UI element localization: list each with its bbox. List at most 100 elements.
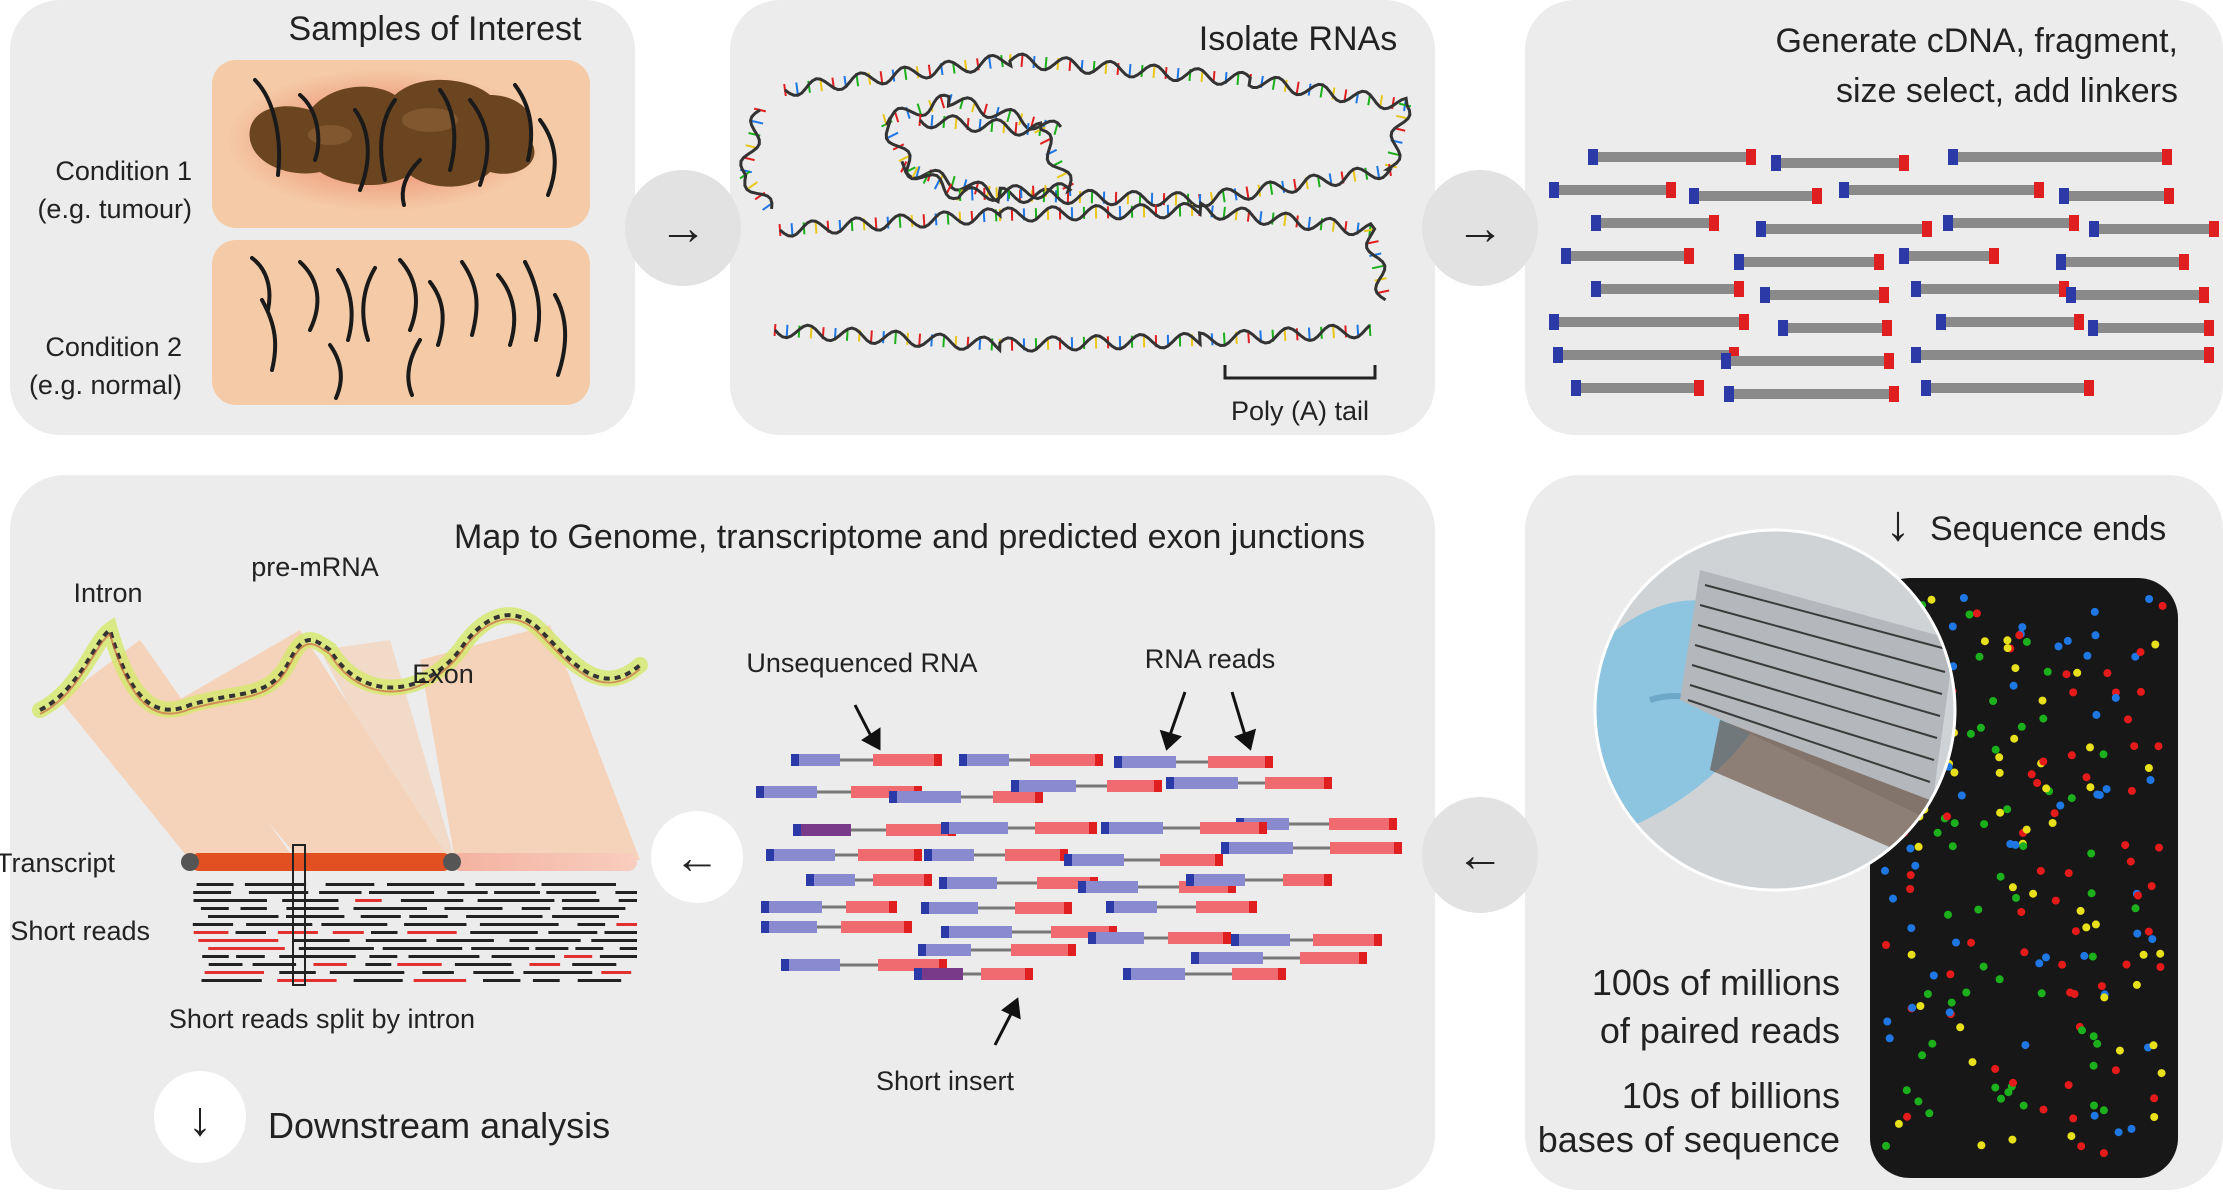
- cluster-dot: [1995, 753, 2004, 762]
- left-arrow-icon: ←: [1456, 829, 1504, 882]
- read-red-cap: [1389, 818, 1397, 830]
- cluster-dot: [2087, 889, 2096, 898]
- cluster-dot: [1967, 938, 1976, 947]
- cluster-dot: [2039, 757, 2048, 766]
- rna-base-rung: [1379, 95, 1384, 108]
- rna-backbone: [739, 108, 774, 209]
- cluster-dot: [1947, 998, 1956, 1007]
- cluster-dot: [2003, 636, 2012, 645]
- rna-base-rung: [1152, 65, 1156, 79]
- cluster-dot: [2132, 980, 2141, 989]
- short-read: [470, 931, 538, 934]
- linker-red: [2199, 287, 2209, 303]
- read-blue-segment: [1190, 874, 1245, 886]
- linker-blue: [1921, 380, 1931, 396]
- connector-4-5: ←: [1422, 797, 1538, 913]
- paired-reads: [756, 754, 1402, 980]
- short-read: [286, 915, 345, 918]
- short-read: [575, 947, 604, 950]
- read-red-segment: [981, 968, 1029, 980]
- cluster-dot: [2090, 1101, 2098, 1110]
- cluster-dot: [1906, 871, 1915, 880]
- cluster-dot: [2156, 963, 2165, 971]
- read-blue-cap: [939, 877, 947, 889]
- cdna-title-line2: size select, add linkers: [1836, 72, 2178, 110]
- read-blue-cap: [924, 849, 932, 861]
- cluster-dot: [2122, 960, 2131, 969]
- cluster-dot: [2066, 988, 2075, 997]
- cluster-dot: [2127, 1124, 2136, 1133]
- short-read: [235, 931, 266, 934]
- read-red-cap: [1259, 822, 1267, 834]
- cluster-dot: [2097, 982, 2106, 991]
- short-read: [577, 979, 622, 982]
- short-read: [369, 955, 398, 958]
- short-read: [408, 955, 480, 958]
- read-blue-cap: [806, 874, 814, 886]
- cluster-dot: [2051, 896, 2060, 905]
- read-red-segment: [1005, 849, 1064, 861]
- read-insert: [851, 828, 886, 832]
- cluster-dot: [2144, 927, 2153, 936]
- isolate-rnas-section: Isolate RNAs Poly (A) tail: [739, 20, 1412, 426]
- cluster-dot: [1948, 842, 1957, 851]
- rna-base-rung: [1331, 219, 1336, 232]
- short-read: [561, 899, 600, 902]
- cdna-fragment: [1925, 383, 2090, 393]
- read-blue-cap: [761, 921, 769, 933]
- read-red-segment: [1300, 952, 1363, 964]
- read-insert: [997, 881, 1037, 885]
- rna-base-rung: [870, 330, 873, 343]
- read-red-cap: [914, 849, 922, 861]
- cluster-dot: [2099, 1106, 2108, 1115]
- linker-red: [2164, 188, 2174, 204]
- short-read: [523, 971, 593, 974]
- cluster-dot: [1933, 828, 1942, 837]
- linker-blue: [1760, 287, 1770, 303]
- cluster-dot: [2015, 631, 2024, 640]
- short-read: [491, 955, 555, 958]
- sequence-section: ↓ Sequence ends: [1538, 495, 2178, 1178]
- linker-red: [1879, 287, 1889, 303]
- read-blue-segment: [810, 874, 855, 886]
- read-blue-cap: [1088, 932, 1096, 944]
- cluster-dot: [2003, 644, 2012, 653]
- left-arrow-icon: ←: [674, 831, 720, 883]
- short-read: [382, 947, 463, 950]
- short-read: [479, 923, 559, 926]
- read-blue-cap: [1166, 777, 1174, 789]
- rna-base-rung: [1053, 122, 1059, 135]
- short-read: [204, 971, 264, 974]
- rna-base-rung: [918, 333, 922, 346]
- short-read: [509, 939, 581, 942]
- read-blue-segment: [1170, 777, 1238, 789]
- cluster-dot: [2010, 734, 2019, 743]
- cdna-fragment: [1553, 185, 1672, 195]
- cluster-dot: [2093, 790, 2102, 799]
- cdna-fragment: [1903, 251, 1995, 261]
- condition1-note: (e.g. tumour): [37, 194, 192, 224]
- cdna-section: Generate cDNA, fragment, size select, ad…: [1549, 22, 2219, 402]
- linker-blue: [1689, 188, 1699, 204]
- cluster-dot: [2027, 770, 2036, 779]
- read-blue-segment: [928, 849, 974, 861]
- linker-red: [1874, 254, 1884, 270]
- cluster-dot: [2019, 1101, 2028, 1110]
- rna-base-rung: [785, 324, 789, 337]
- rna-base-rung: [1371, 264, 1385, 270]
- cluster-dot: [1991, 1083, 2000, 1092]
- short-read: [196, 883, 234, 886]
- linker-red: [2059, 281, 2069, 297]
- cluster-dot: [1950, 768, 1959, 777]
- cdna-fragment: [1575, 383, 1700, 393]
- linker-blue: [1734, 254, 1744, 270]
- cluster-dot: [1980, 820, 1989, 829]
- read-insert: [971, 948, 1011, 952]
- split-read-highlight: [292, 844, 306, 986]
- read-insert: [961, 795, 993, 799]
- read-blue-segment: [785, 959, 840, 971]
- read-insert: [1238, 781, 1265, 785]
- cluster-dot: [1882, 941, 1890, 949]
- cluster-dot: [2017, 722, 2026, 731]
- read-blue-segment: [770, 849, 835, 861]
